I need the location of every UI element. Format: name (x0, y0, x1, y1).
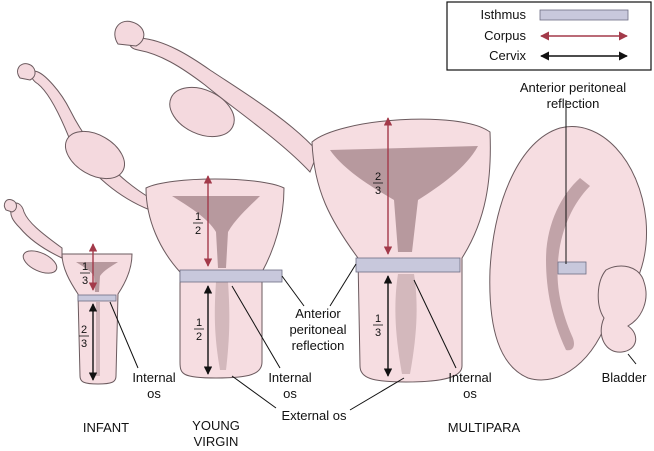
internal-os-infant-line2: os (147, 386, 161, 401)
young-virgin-ovary (65, 130, 125, 180)
leader-lines (109, 100, 637, 411)
infant-cervix-fraction-den: 3 (81, 338, 87, 350)
sagittal-uterus (489, 126, 648, 381)
legend-isthmus-swatch (539, 9, 629, 21)
external-os-label: External os (281, 408, 347, 423)
infant-tube (10, 202, 63, 259)
multipara-cervical-canal (395, 274, 417, 374)
young-virgin-cervix-fraction-num: 1 (196, 317, 202, 329)
infant-corpus-fraction-num: 1 (82, 261, 88, 273)
multipara-cervix-fraction-den: 3 (375, 327, 381, 339)
young-virgin-cervix-fraction-den: 2 (196, 331, 202, 343)
multipara-corpus-fraction-num: 2 (375, 171, 381, 183)
young-virgin-corpus-fraction-den: 2 (195, 225, 201, 237)
text-labels: Anterior peritoneal reflection Anterior … (83, 80, 647, 449)
leader-bladder (627, 353, 637, 365)
young-virgin-uterus: 1 2 1 2 (17, 63, 285, 379)
multipara-cavity (330, 146, 478, 252)
leader-anterior-multipara (329, 263, 357, 307)
internal-os-multipara-line1: Internal (448, 370, 491, 385)
stage-multipara-label: MULTIPARA (448, 420, 521, 435)
anterior-reflection-mid-line1: Anterior (295, 306, 341, 321)
legend-corpus-label: Corpus (484, 28, 526, 43)
infant-isthmus (77, 294, 117, 302)
leader-external-os-young (231, 375, 277, 409)
internal-os-multipara-line2: os (463, 386, 477, 401)
leader-internal-os-infant (109, 301, 139, 369)
infant-uterus: 1 3 2 3 (3, 199, 133, 385)
internal-os-young-line1: Internal (268, 370, 311, 385)
bladder-label: Bladder (602, 370, 647, 385)
stage-young-virgin-line2: VIRGIN (194, 434, 239, 449)
legend-isthmus-label: Isthmus (480, 7, 526, 22)
stage-young-virgin-line1: YOUNG (192, 418, 240, 433)
infant-corpus-fraction-den: 3 (82, 275, 88, 287)
multipara-corpus-fraction-den: 3 (375, 185, 381, 197)
internal-os-infant-line1: Internal (132, 370, 175, 385)
young-virgin-corpus-fraction-num: 1 (195, 211, 201, 223)
sagittal-cavity (546, 178, 590, 351)
young-virgin-isthmus (179, 269, 283, 283)
stage-infant-label: INFANT (83, 420, 129, 435)
infant-fimbria (3, 199, 17, 213)
infant-ovary (22, 250, 58, 274)
multipara-uterus: 2 3 1 3 (114, 20, 491, 383)
sagittal-isthmus (557, 261, 587, 275)
anterior-reflection-mid-line3: reflection (292, 338, 345, 353)
young-virgin-fimbria (17, 63, 36, 81)
infant-cervical-canal (96, 302, 100, 376)
bladder-shape (597, 265, 647, 353)
young-virgin-cavity (172, 196, 260, 268)
leader-external-os-multipara (349, 377, 405, 411)
legend-cervix-label: Cervix (489, 48, 526, 63)
legend: Isthmus Corpus Cervix (446, 1, 652, 71)
internal-os-young-line2: os (283, 386, 297, 401)
anterior-reflection-top-line1: Anterior peritoneal (520, 80, 626, 95)
leader-anterior-young (281, 275, 305, 307)
young-virgin-cervical-canal (214, 282, 230, 370)
multipara-isthmus (355, 257, 461, 273)
multipara-cervix-fraction-num: 1 (375, 313, 381, 325)
multipara-ovary (169, 86, 235, 138)
leader-internal-os-young (231, 285, 281, 369)
infant-cervix-fraction-num: 2 (81, 324, 87, 336)
anterior-reflection-mid-line2: peritoneal (289, 322, 346, 337)
leader-internal-os-multipara (413, 279, 457, 369)
multipara-fimbria (114, 20, 145, 47)
anterior-reflection-top-line2: reflection (547, 96, 600, 111)
